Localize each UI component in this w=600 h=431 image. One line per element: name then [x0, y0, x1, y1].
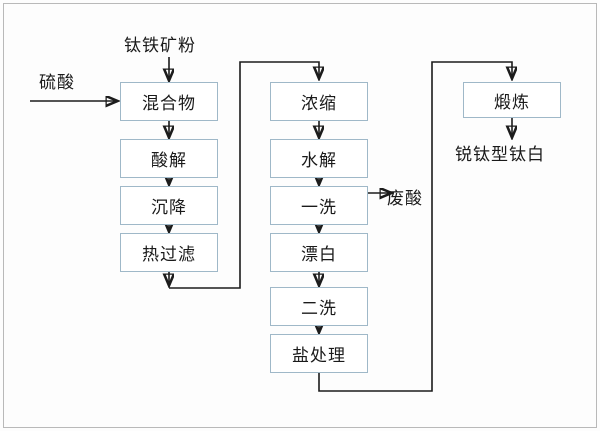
- process-node-mixture[interactable]: 混合物: [120, 82, 218, 121]
- process-node-salt-treatment[interactable]: 盐处理: [270, 334, 368, 373]
- process-node-calcination[interactable]: 煅炼: [463, 82, 561, 118]
- process-node-hot-filtration[interactable]: 热过滤: [120, 233, 218, 272]
- process-node-bleaching[interactable]: 漂白: [270, 233, 368, 272]
- process-node-settling[interactable]: 沉降: [120, 186, 218, 225]
- output-label-anatase-titanium-dioxide: 锐钛型钛白: [455, 145, 545, 165]
- process-node-acidolysis[interactable]: 酸解: [120, 139, 218, 178]
- process-node-first-wash[interactable]: 一洗: [270, 186, 368, 225]
- process-node-concentration[interactable]: 浓缩: [270, 82, 368, 121]
- process-node-second-wash[interactable]: 二洗: [270, 287, 368, 326]
- input-label-sulfuric-acid: 硫酸: [39, 73, 75, 93]
- process-node-hydrolysis[interactable]: 水解: [270, 139, 368, 178]
- input-label-ore: 钛铁矿粉: [124, 36, 196, 56]
- output-label-waste-acid: 废酸: [387, 189, 423, 209]
